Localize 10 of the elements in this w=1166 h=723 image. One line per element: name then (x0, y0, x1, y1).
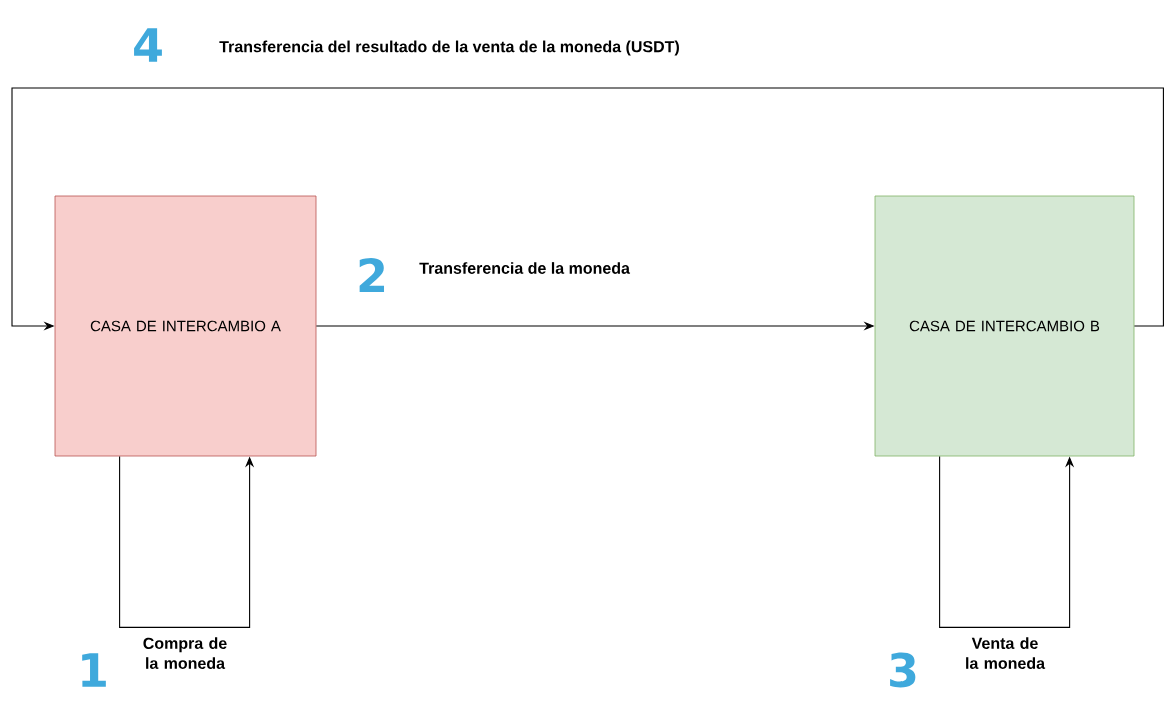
process-box: CASA DE INTERCAMBIO B (874, 195, 1135, 457)
edge-label: Compra de la moneda (143, 637, 227, 669)
edge-label: Transferencia de la moneda (419, 262, 631, 274)
callout-number: 1 (82, 653, 106, 687)
callout-number: 3 (890, 652, 916, 688)
callout-number: 2 (359, 257, 384, 293)
process-box: CASA DE INTERCAMBIO A (54, 195, 317, 457)
edge-label: Transferencia del resultado de la venta de la moneda (USDT) (219, 40, 679, 56)
edge-label: Venta de la moneda (966, 637, 1046, 669)
callout-number: 4 (134, 28, 162, 62)
